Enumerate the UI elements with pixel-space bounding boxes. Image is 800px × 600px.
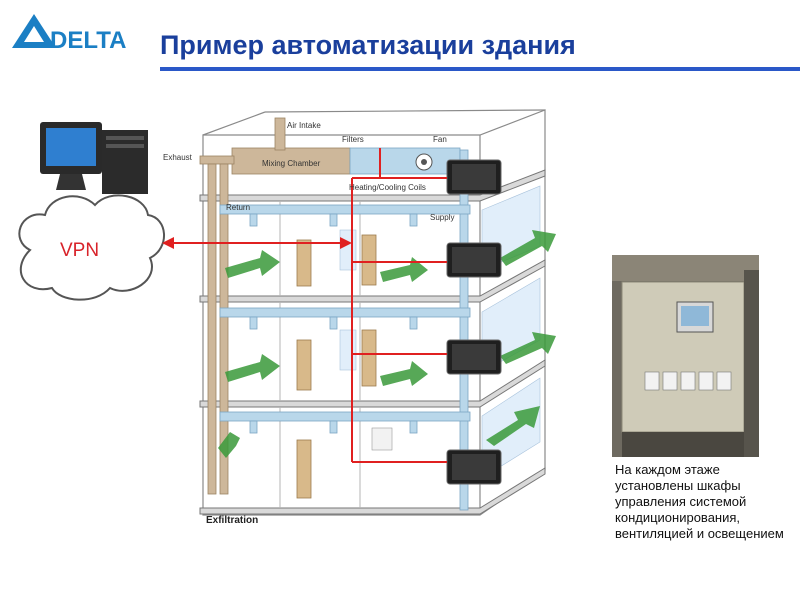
- label-exfiltration: Exfiltration: [206, 515, 258, 526]
- computer-icon: [40, 122, 148, 194]
- label-heating-cooling-coils: Heating/Cooling Coils: [349, 183, 426, 192]
- hmi-panel-floor-1: [446, 449, 502, 485]
- title-divider: [160, 67, 800, 71]
- airflow-arrows: [218, 230, 556, 458]
- doors: [296, 234, 377, 499]
- logo-text: DELTA: [50, 27, 126, 54]
- delta-logo: DELTA: [8, 10, 158, 56]
- hmi-panels: [446, 159, 502, 485]
- control-cabinet-photo: [612, 255, 759, 457]
- label-mixing-chamber: Mixing Chamber: [262, 159, 321, 168]
- label-supply: Supply: [430, 213, 454, 222]
- vpn-cloud-icon: [18, 194, 165, 301]
- fan-icon: [415, 153, 433, 171]
- vpn-link-arrows: [162, 237, 352, 249]
- caption-text: На каждом этаже установлены шкафы управл…: [615, 462, 784, 541]
- label-exhaust: Exhaust: [163, 153, 193, 162]
- building-diagram: VPN: [18, 109, 759, 526]
- page-title: Пример автоматизации здания: [160, 30, 576, 60]
- label-air-intake: Air Intake: [287, 121, 321, 130]
- vpn-label: VPN: [60, 240, 99, 261]
- hmi-panel-floor-3: [446, 242, 502, 278]
- hmi-panel-floor-2: [446, 339, 502, 375]
- label-fan: Fan: [433, 135, 447, 144]
- supply-return-ducts: [219, 147, 471, 511]
- network-links: [170, 148, 447, 463]
- hmi-panel-floor-4: [446, 159, 502, 195]
- label-return: Return: [226, 203, 250, 212]
- floor-slabs: [199, 169, 546, 515]
- mechanical-ducts: [199, 117, 351, 495]
- label-filters: Filters: [342, 135, 364, 144]
- room-walls: [279, 201, 361, 508]
